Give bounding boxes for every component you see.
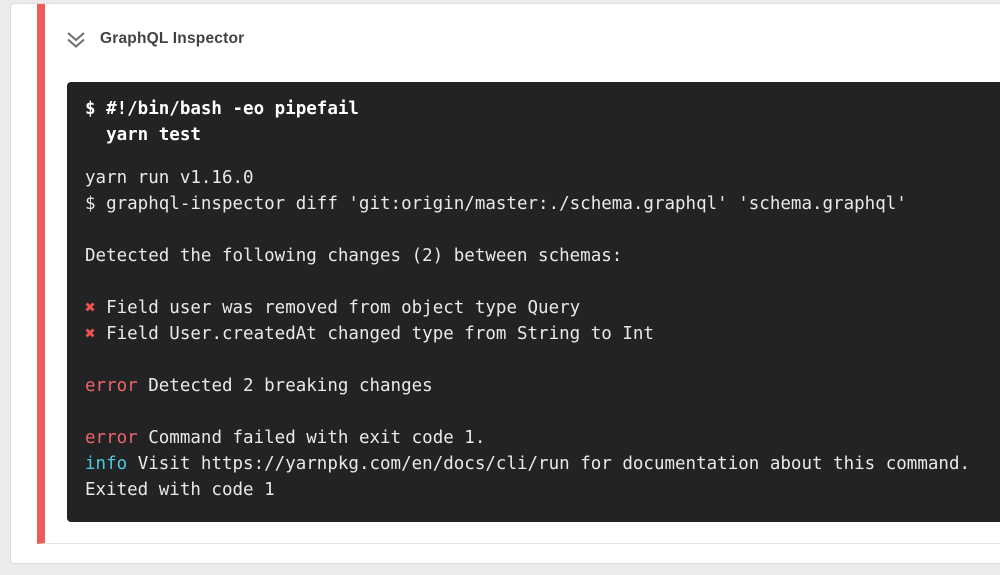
cross-token: ✖ [85,324,96,344]
terminal-text: yarn run v1.16.0 [85,168,254,188]
cross-token: ✖ [85,298,96,318]
terminal-line: $ graphql-inspector diff 'git:origin/mas… [85,191,1000,217]
step-header[interactable]: GraphQL Inspector [45,4,1000,82]
terminal-text: Field user was removed from object type … [95,298,581,318]
build-output-card: GraphQL Inspector $ #!/bin/bash -eo pipe… [10,3,1000,564]
terminal-text: Command failed with exit code 1. [137,428,486,448]
terminal-text: Exited with code 1 [85,480,275,500]
terminal-line: error Command failed with exit code 1. [85,425,1000,451]
terminal-command-block: $ #!/bin/bash -eo pipefail yarn test [85,96,1000,148]
terminal-line: Exited with code 1 [85,477,1000,503]
terminal-line: ✖ Field User.createdAt changed type from… [85,321,1000,347]
terminal-text: Visit https://yarnpkg.com/en/docs/cli/ru… [127,454,971,474]
step-title: GraphQL Inspector [100,30,245,47]
terminal-line: Detected the following changes (2) betwe… [85,243,1000,269]
double-chevron-down-icon[interactable] [65,29,87,49]
build-step-failed: GraphQL Inspector $ #!/bin/bash -eo pipe… [37,4,1000,544]
error-token: error [85,376,138,396]
terminal-line: yarn run v1.16.0 [85,165,1000,191]
terminal-blank-line [85,269,1000,295]
terminal-output[interactable]: $ #!/bin/bash -eo pipefail yarn test yar… [67,82,1000,522]
terminal-text: $ graphql-inspector diff 'git:origin/mas… [85,194,907,214]
terminal-text: Detected 2 breaking changes [137,376,433,396]
terminal-text: Detected the following changes (2) betwe… [85,246,623,266]
info-token: info [85,454,128,474]
terminal-output-block: yarn run v1.16.0 $ graphql-inspector diff… [85,165,1000,503]
terminal-command-line: yarn test [85,125,201,145]
terminal-line: ✖ Field user was removed from object typ… [85,295,1000,321]
terminal-line: error Detected 2 breaking changes [85,373,1000,399]
terminal-blank-line [85,347,1000,373]
terminal-blank-line [85,399,1000,425]
terminal-line: info Visit https://yarnpkg.com/en/docs/c… [85,451,1000,477]
terminal-blank-line [85,217,1000,243]
error-token: error [85,428,138,448]
terminal-command-line: $ #!/bin/bash -eo pipefail [85,99,359,119]
terminal-text: Field User.createdAt changed type from S… [95,324,654,344]
